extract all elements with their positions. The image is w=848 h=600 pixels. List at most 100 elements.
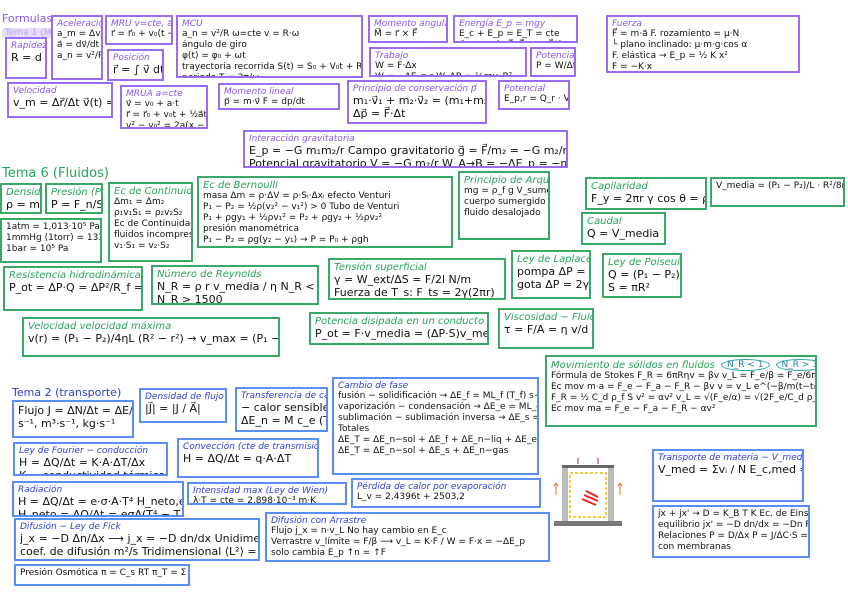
box-title: Viscosidad − Fluidos reales bbox=[504, 312, 592, 323]
box-title: Resistencia hidrodinámica bbox=[9, 270, 141, 281]
formula-line: V_med = Σvᵢ / N E_c,med = ½mv²_rms = 3/2… bbox=[658, 463, 802, 476]
formula-line: E_c + E_p = E_T = cte bbox=[459, 29, 560, 39]
formula-box-conservacion: Principio de conservación p⃗m₁·v⃗₁ + m₂·… bbox=[347, 80, 487, 124]
formula-line: Totales bbox=[338, 424, 370, 434]
formula-box-conveccion: Convección (cte de transmisión de calor … bbox=[177, 438, 319, 478]
formula-line: periodo T = 2π/ω bbox=[182, 73, 260, 78]
box-title: Caudal bbox=[587, 216, 622, 227]
formula-line: R = d / Δt bbox=[11, 51, 45, 64]
box-title: Rapidez bbox=[11, 41, 47, 51]
box-title: Ec de Continuidad bbox=[114, 186, 193, 197]
formula-line: P = F_n/S = F/S bbox=[51, 198, 103, 211]
tema1-label: Tema 1 (M) bbox=[2, 25, 59, 38]
formula-line: r⃗ = r⃗₀ + v₀t + ½a⃗t² bbox=[126, 110, 208, 120]
box-title: Cambio de fase bbox=[338, 381, 409, 391]
formula-line: P₁ + ρgy₁ + ½ρv₁² = P₂ + ρgy₂ + ½ρv₂² bbox=[203, 213, 383, 223]
formula-box-poiseuille: Ley de PoiseuilleQ = (P₁ − P₂)/L · πR⁴/8… bbox=[602, 253, 682, 298]
box-title: Movimiento de sólidos en fluidos bbox=[551, 359, 716, 371]
formula-line: W = −ΔE_p,r W_AB = ½mv_B² − ½mv_A² (E_c) bbox=[375, 72, 525, 77]
formula-line: Ec mov ma = F_e − F_a − F_R − αv² bbox=[551, 404, 716, 414]
box-title: Presión (Pa) bbox=[51, 187, 101, 198]
formula-line: r⃗ = r⃗₀ + v₀(t − t₀) bbox=[111, 29, 171, 39]
formula-line: pompa ΔP = 4γ/r bbox=[517, 265, 589, 278]
formula-line: jx + jx' → D = K_B T K Ec. de Einstein bbox=[658, 509, 810, 519]
formula-line: W = F·Δx bbox=[375, 61, 417, 71]
formula-line: H = ΔQ/Δt = K·A·ΔT/Δx bbox=[19, 456, 146, 469]
box-title: Difusión − Ley de Fick bbox=[20, 522, 121, 532]
formula-line: Presión Osmótica π = C_s RT π_T = Σ πᵢ bbox=[20, 568, 190, 578]
formula-line: P = W/Δt = F·x/t = F·v bbox=[536, 61, 576, 71]
box-title: Ec de Bernoulli bbox=[203, 180, 278, 191]
formula-line: a_n = v²/R ω=cte v = R·ω bbox=[182, 29, 300, 39]
formula-line: m₁·v⃗₁ + m₂·v⃗₂ = (m₁+m₂)·v⃗ bbox=[353, 94, 487, 107]
box-title: Intensidad max (Ley de Wien) bbox=[193, 486, 329, 496]
box-title: Tensión superficial bbox=[334, 262, 427, 273]
formula-line: N_R > 1500 bbox=[157, 293, 223, 305]
formula-line: v(r) = (P₁ − P₂)/4ηL (R² − r²) → v_max =… bbox=[28, 332, 280, 345]
box-title: MCU bbox=[182, 19, 203, 29]
formula-line: F⃗ = m·a⃗ F. rozamiento = μ·N bbox=[612, 29, 740, 39]
formula-line: a⃗ = dv⃗/dt bbox=[57, 40, 100, 50]
formula-line: ΔE_T = ΔE_n−sol + ΔE_s + ΔE_n−gas bbox=[338, 446, 509, 456]
formula-line: p⃗ = m·v⃗ F = dp/dt bbox=[224, 97, 305, 107]
formula-line: ángulo de giro bbox=[182, 40, 247, 50]
formula-line: ρ = m/V kg/m³ bbox=[6, 198, 40, 211]
box-title: Potencia disipada en un conducto bbox=[315, 316, 485, 327]
box-title: Ley de Laplace bbox=[517, 254, 591, 265]
formula-line: H_neto = ΔQ/Δt = eσA(T⁴ − T_a⁴) bbox=[18, 508, 184, 517]
box-title: Momento angular bbox=[374, 19, 448, 29]
formula-line: Ec de Continuidad para bbox=[114, 219, 193, 229]
formula-line: v⃗ = v₀ + a·t bbox=[126, 99, 179, 109]
formula-line: Δp⃗ = F⃗·Δt bbox=[353, 107, 406, 120]
formula-line: coef. de difusión m²/s Tridimensional ⟨L… bbox=[20, 545, 260, 558]
formula-line: M⃗ = r⃗ × F⃗ bbox=[374, 29, 418, 39]
tema6-title: Tema 6 (Fluidos) bbox=[2, 166, 109, 181]
formula-box-presion: Presión (Pa)P = F_n/S = F/S bbox=[45, 183, 103, 214]
box-title: Pérdida de calor por evaporación bbox=[357, 482, 507, 492]
formula-line: E_p = −G m₁m₂/r Campo gravitatorio g⃗ = … bbox=[249, 144, 568, 157]
formula-line: λ·T = cte = 2,898·10⁻³ m·K bbox=[193, 496, 317, 505]
formula-line: con membranas bbox=[658, 542, 731, 552]
formula-line: S = πR² bbox=[608, 281, 650, 294]
formula-line: mg = ρ_f g V_sumergido bbox=[464, 186, 548, 196]
formula-line: L_v = 2,4396t + 2503,2 bbox=[357, 492, 465, 502]
formula-box-transferencia: Transferencia de calor− calor sensibleΔE… bbox=[235, 387, 328, 432]
box-title: Aceleración bbox=[57, 19, 101, 29]
box-title: Capilaridad bbox=[591, 181, 648, 192]
formula-line: solo cambia E_p ↑n = ↑F bbox=[271, 548, 386, 558]
formula-line: F. elástica → E_p = ½ K x² bbox=[612, 51, 728, 61]
formula-line: Fuerza de T_s: F_ts = 2γ(2πr) bbox=[334, 286, 495, 299]
formula-line: gota ΔP = 2γ/r bbox=[517, 278, 591, 291]
reynolds-badge-low: N_R < 1 bbox=[721, 359, 770, 371]
formula-line: P₁ − P₂ = ½ρ(v₂² − v₁²) > 0 Tubo de Vent… bbox=[203, 202, 400, 212]
box-title: Velocidad velocidad máxima bbox=[28, 321, 172, 332]
formulas-title: Formulas bbox=[2, 12, 53, 25]
box-title: Momento lineal bbox=[224, 87, 294, 97]
box-title: MRU v=cte, a⃗=0 bbox=[111, 19, 173, 29]
box-title: Trabajo bbox=[375, 51, 409, 61]
formula-line: K = conductividad térmica, A = área de s… bbox=[19, 469, 168, 476]
formula-line: V_media = (P₁ − P₂)/L · R²/8η bbox=[716, 181, 845, 191]
formula-line: ΔE_n = M c_e (T_f − T_i) bbox=[241, 414, 326, 427]
formula-line: fusión − solidificación → ΔE_f = ML_f (T… bbox=[338, 391, 539, 401]
box-title: Ley de Fourier − conducción bbox=[19, 446, 149, 456]
convection-diagram-image bbox=[553, 458, 623, 526]
box-title: Densidad de flujo bbox=[145, 392, 224, 402]
formula-line: trayectoria recorrida S(t) = S₀ + V₀t + … bbox=[182, 62, 363, 72]
